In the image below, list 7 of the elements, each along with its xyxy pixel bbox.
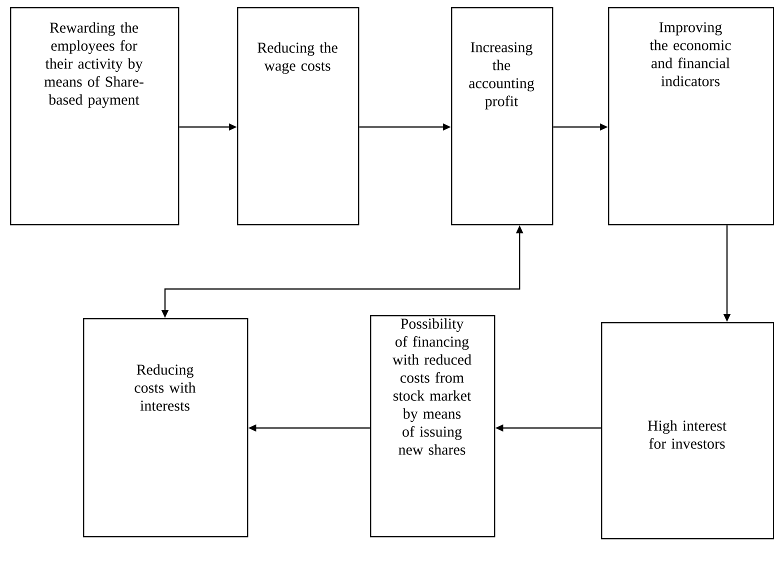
process-box: High interest for investors	[601, 322, 774, 540]
process-box: Rewarding the employees for their activity by means of Share-based payment	[10, 7, 180, 226]
process-box: Improving the economic and financial indicators	[608, 7, 774, 226]
process-box: Possibility of financing with reduced costs from stock market by means of issuing new shares	[370, 315, 496, 538]
process-box: Increasing the accounting profit	[451, 7, 554, 226]
process-box: Reducing the wage costs	[237, 7, 360, 226]
process-box: Reducing costs with interests	[83, 318, 248, 538]
